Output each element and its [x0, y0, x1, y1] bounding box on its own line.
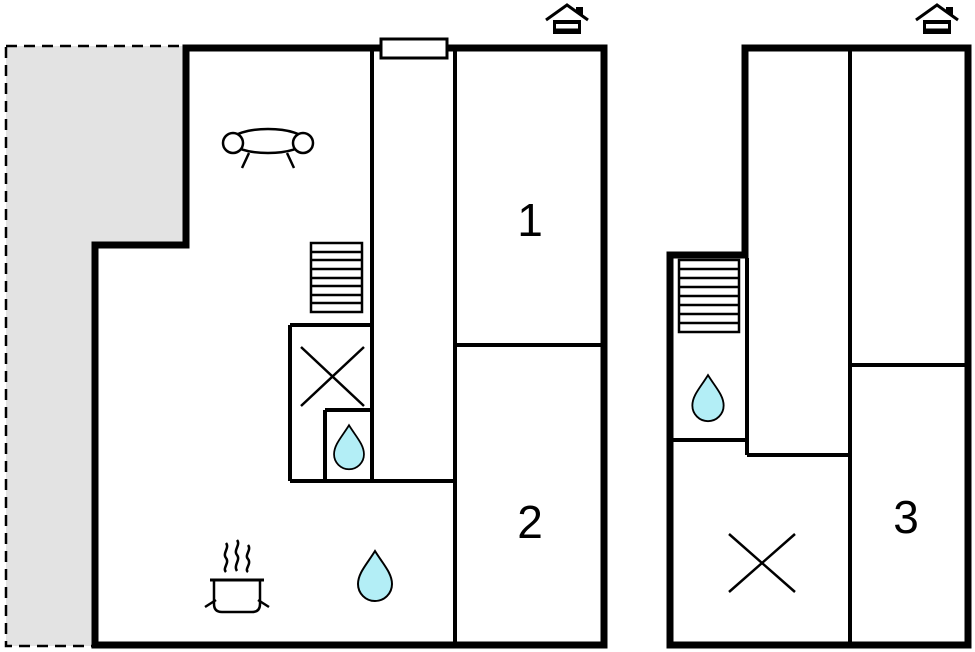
upper-floor: 3 — [666, 44, 972, 649]
cross-mark-icon — [728, 533, 796, 593]
stairs-icon — [309, 241, 364, 314]
ground-floor: 1 2 — [91, 37, 608, 649]
stairs-icon — [677, 258, 741, 334]
water-drop-icon — [356, 549, 394, 602]
room-label-1: 1 — [517, 194, 543, 246]
stove-pot-icon — [204, 539, 270, 614]
water-drop-icon — [333, 423, 365, 471]
room-label-2: 2 — [517, 496, 543, 548]
upper-floor-outer-wall — [666, 44, 972, 649]
cross-mark-icon — [300, 346, 365, 407]
sofa-icon — [221, 127, 315, 169]
ground-floor-outer-wall — [91, 44, 608, 649]
water-drop-icon — [691, 373, 725, 422]
ground-floor-inner-walls — [288, 48, 604, 645]
upper-floor-inner-walls — [670, 48, 968, 645]
room-label-3: 3 — [893, 491, 919, 543]
house-entrance-icon — [915, 3, 959, 34]
house-entrance-icon — [545, 3, 589, 34]
entrance-door — [379, 37, 449, 60]
